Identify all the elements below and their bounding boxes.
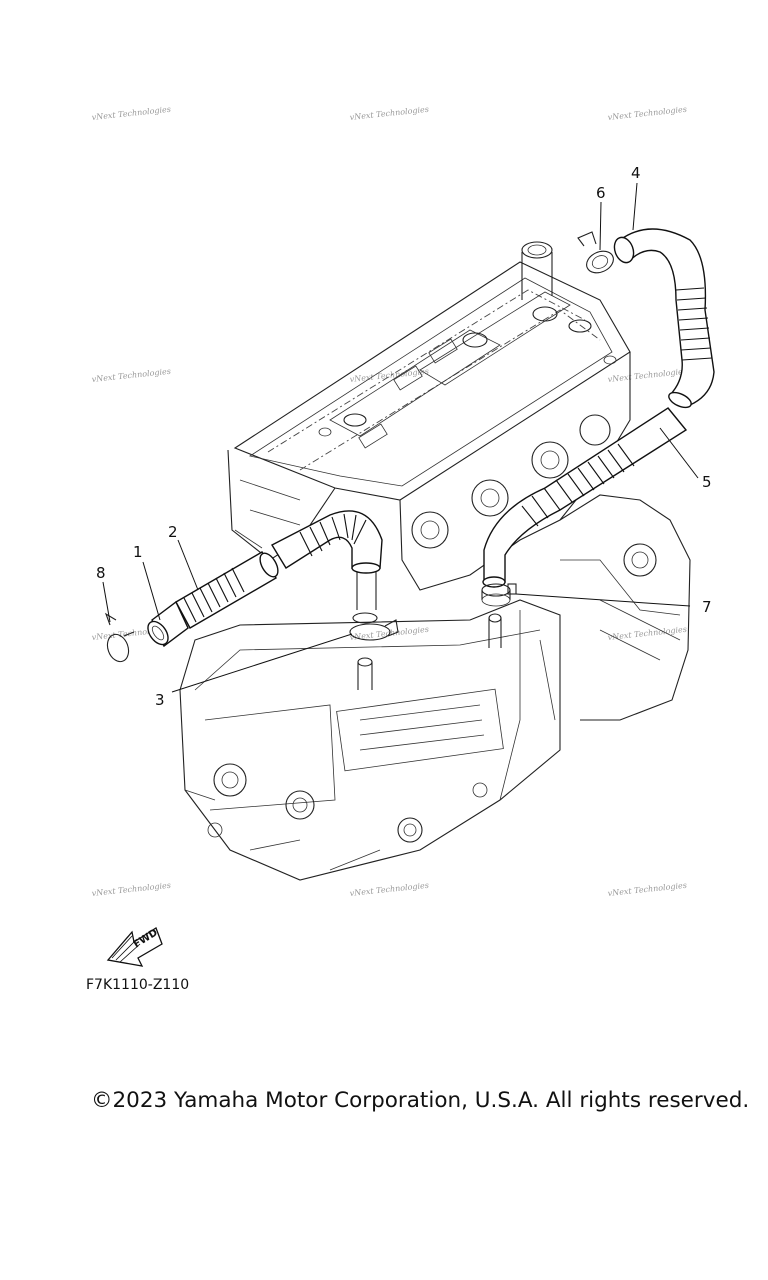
clip-8 (104, 612, 135, 663)
clamp-7 (481, 583, 517, 607)
callout-7: 7 (702, 598, 712, 616)
leader-1 (142, 561, 161, 621)
hose-4 (613, 228, 715, 409)
watermarks: vNext Technologies vNext Technologies vN… (91, 105, 687, 898)
copyright-notice: ©2023 Yamaha Motor Corporation, U.S.A. A… (91, 1088, 750, 1113)
leader-3 (171, 633, 353, 693)
fwd-arrow-icon: FWD (106, 927, 163, 967)
leader-8 (102, 581, 111, 623)
callout-5: 5 (702, 473, 712, 491)
watermark: vNext Technologies (349, 367, 429, 384)
clip-3 (349, 612, 399, 641)
hose-bend-center (271, 510, 383, 574)
callout-4: 4 (631, 164, 641, 182)
callout-8: 8 (96, 564, 106, 582)
watermark: vNext Technologies (607, 105, 687, 122)
callout-3: 3 (155, 691, 165, 709)
callout-6: 6 (596, 184, 606, 202)
watermark: vNext Technologies (349, 881, 429, 898)
leader-7 (515, 593, 691, 607)
hoses (104, 228, 715, 663)
clamp-6 (577, 231, 614, 274)
callout-labels: 1 2 3 4 5 6 7 8 (96, 164, 712, 709)
watermark: vNext Technologies (607, 881, 687, 898)
watermark: vNext Technologies (91, 367, 171, 384)
callout-1: 1 (133, 543, 143, 561)
leader-5 (659, 427, 699, 479)
leader-4 (632, 182, 638, 231)
part-code: F7K1110-Z110 (86, 977, 190, 993)
engine-block (179, 241, 691, 881)
watermark: vNext Technologies (607, 367, 687, 384)
watermark: vNext Technologies (91, 881, 171, 898)
callout-2: 2 (168, 523, 178, 541)
hose-2 (175, 551, 279, 629)
leader-2 (177, 539, 199, 591)
watermark: vNext Technologies (349, 105, 429, 122)
hose-5 (482, 407, 688, 588)
hose-1 (147, 600, 189, 648)
leader-lines (102, 182, 699, 693)
leader-6 (599, 201, 602, 251)
watermark: vNext Technologies (91, 105, 171, 122)
